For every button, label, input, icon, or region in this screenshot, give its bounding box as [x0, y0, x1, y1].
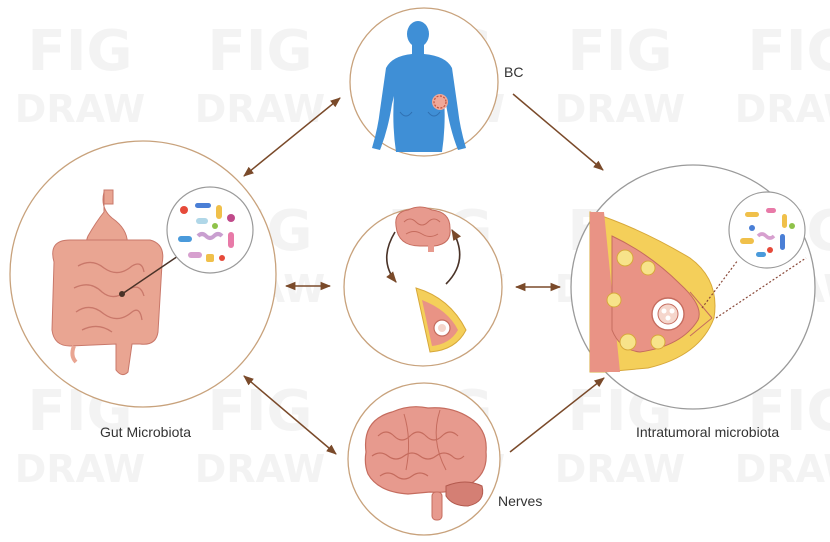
intratumoral-node: [571, 165, 815, 409]
bacteria-inset-icon: [729, 192, 805, 268]
gut-node: [10, 141, 276, 407]
brain-breast-axis-node: [344, 207, 502, 366]
watermark-text: DRAW: [735, 87, 830, 131]
watermark-text: DRAW: [15, 447, 145, 491]
watermark-text: FIG: [27, 19, 132, 84]
bacteria-inset-icon: [167, 187, 253, 273]
watermark-text: FIG: [747, 19, 830, 84]
watermark-text: FIG: [567, 19, 672, 84]
watermark-text: DRAW: [735, 447, 830, 491]
nerves-label: Nerves: [498, 493, 542, 509]
bc-node: [350, 8, 498, 156]
watermark-text: DRAW: [195, 87, 325, 131]
watermark-text: DRAW: [195, 447, 325, 491]
gut-microbiota-label: Gut Microbiota: [100, 424, 191, 440]
watermark-text: DRAW: [15, 87, 145, 131]
bc-label: BC: [504, 64, 523, 80]
nerves-node: [348, 383, 500, 535]
watermark-text: DRAW: [555, 447, 685, 491]
watermark-text: FIG: [207, 19, 312, 84]
watermark-text: DRAW: [555, 87, 685, 131]
intratumoral-microbiota-label: Intratumoral microbiota: [636, 424, 779, 440]
